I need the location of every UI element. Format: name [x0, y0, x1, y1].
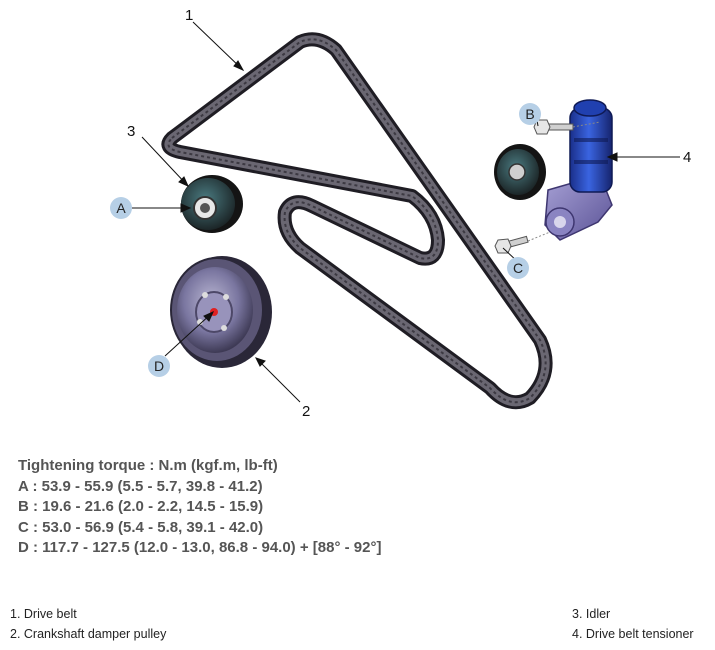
- belt-system-diagram: 1 3 2 4 A B C D: [110, 7, 691, 420]
- badge-a: A: [110, 197, 132, 219]
- badge-b-label: B: [525, 106, 534, 122]
- callout-4: 4: [683, 149, 691, 166]
- torque-line-b: B : 19.6 - 21.6 (2.0 - 2.2, 14.5 - 15.9): [18, 498, 264, 515]
- legend-item-2: 2. Crankshaft damper pulley: [10, 627, 167, 641]
- legend-item-3: 3. Idler: [572, 607, 611, 621]
- callout-3: 3: [127, 123, 135, 140]
- bolt-c: [494, 231, 551, 254]
- drive-belt-tensioner: [494, 99, 613, 254]
- torque-line-c: C : 53.0 - 56.9 (5.4 - 5.8, 39.1 - 42.0): [18, 518, 264, 536]
- torque-title: Tightening torque : N.m (kgf.m, lb-ft): [18, 457, 278, 474]
- leader-lines: [132, 21, 680, 403]
- legend-item-4: 4. Drive belt tensioner: [572, 627, 694, 641]
- drive-belt: [161, 32, 553, 410]
- badge-a-label: A: [116, 200, 126, 216]
- legend-item-1: 1. Drive belt: [10, 607, 77, 621]
- badge-c-label: C: [513, 260, 523, 276]
- badge-b: B: [519, 103, 541, 125]
- torque-spec-block: Tightening torque : N.m (kgf.m, lb-ft) A…: [18, 456, 381, 559]
- crankshaft-damper-pulley: [170, 256, 272, 368]
- badge-d: D: [148, 355, 170, 377]
- legend-left: 1. Drive belt 2. Crankshaft damper pulle…: [10, 604, 166, 644]
- torque-line-d: D : 117.7 - 127.5 (12.0 - 13.0, 86.8 - 9…: [18, 539, 382, 556]
- callout-1: 1: [185, 7, 193, 24]
- torque-line-a: A : 53.9 - 55.9 (5.5 - 5.7, 39.8 - 41.2): [18, 477, 263, 495]
- badge-c: C: [507, 257, 529, 279]
- legend-right: 3. Idler 4. Drive belt tensioner: [572, 604, 694, 644]
- badge-d-label: D: [154, 358, 164, 374]
- callout-2: 2: [302, 403, 310, 420]
- idler-pulley: [181, 175, 243, 233]
